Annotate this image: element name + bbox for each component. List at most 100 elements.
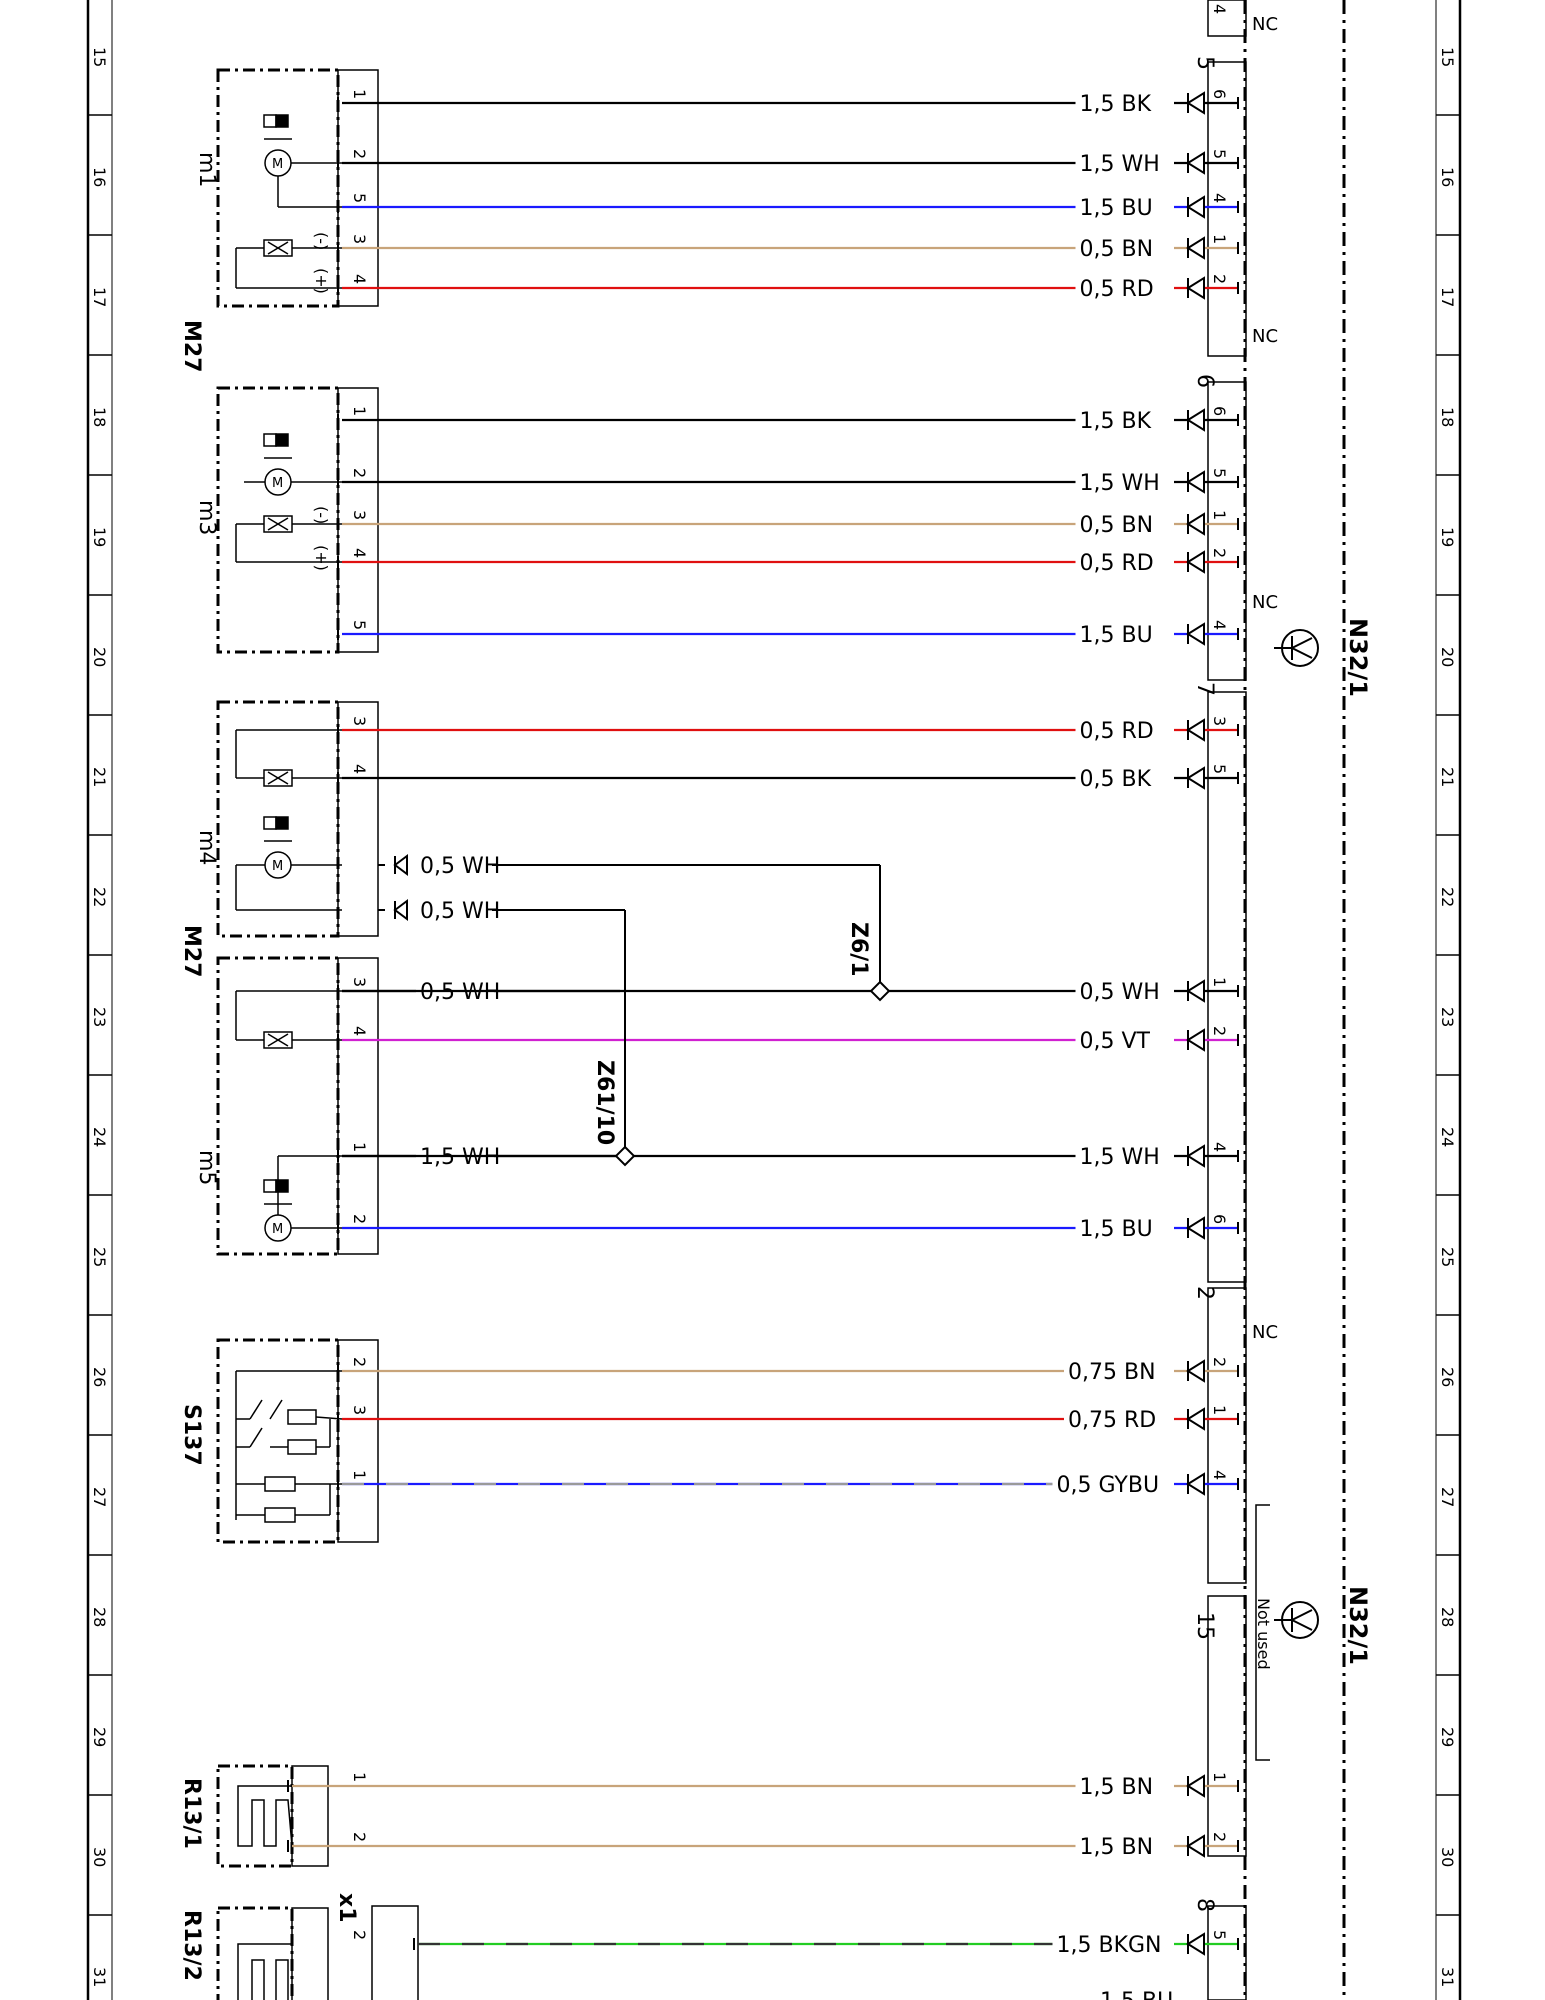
pin-number: 2 [1210, 1832, 1229, 1842]
wire-arrow [1186, 766, 1205, 790]
connector-label: 8 [1192, 1898, 1217, 1912]
grid-row-label: 17 [90, 287, 109, 307]
wire-label-partial: 1,5 BU [1100, 1989, 1173, 2000]
wire-label: 1,5 WH [1080, 1145, 1160, 1170]
pin-number: 3 [350, 716, 369, 726]
wire-label: 1,5 WH [1080, 152, 1160, 177]
wire-arrow [1186, 1774, 1205, 1798]
branch-wire-label: 1,5 WH [420, 1145, 500, 1170]
connector-strip [1207, 381, 1247, 681]
wire-arrow [1186, 470, 1205, 494]
label-m27-top: M27 [179, 320, 204, 373]
label-m4: m4 [194, 830, 219, 865]
connector-strip [1207, 1287, 1247, 1584]
polarity-label: (+) [312, 268, 331, 294]
label-n32-1-bottom: N32/1 [1344, 1586, 1372, 1665]
wire-label: 1,5 BN [1080, 1775, 1154, 1800]
connector-strip [1207, 0, 1247, 37]
grid-row-label: 19 [90, 527, 109, 547]
wire-label: 0,5 BN [1080, 513, 1154, 538]
grid-row-label: 30 [90, 1847, 109, 1867]
pin-number: 4 [1210, 4, 1229, 14]
svg-text:M: M [272, 157, 283, 172]
polarity-label: (-) [312, 232, 331, 250]
wire-arrow [1186, 512, 1205, 536]
wire-arrow [1186, 718, 1205, 742]
pin-number: 5 [350, 620, 369, 630]
label-r13-1: R13/1 [179, 1778, 204, 1849]
pin-number: 2 [1210, 274, 1229, 284]
connector-strips: 5 6 7 2 15 8 [1192, 0, 1247, 2000]
label-m3: m3 [194, 500, 219, 535]
pin-number: 4 [350, 548, 369, 558]
pin-number: 6 [1210, 89, 1229, 99]
wire-label: 0,75 BN [1068, 1360, 1156, 1385]
grid-row-label: 31 [1438, 1967, 1457, 1987]
pin-number: 2 [350, 1832, 369, 1842]
pin-number: 1 [1210, 977, 1229, 987]
pin-number: 5 [1210, 149, 1229, 159]
pin-number: 6 [1210, 406, 1229, 416]
connector-strip [1207, 61, 1247, 357]
pin-number: 4 [1210, 620, 1229, 630]
wire-label: 0,75 RD [1068, 1408, 1156, 1433]
wire-label: 1,5 WH [1080, 471, 1160, 496]
pin-number: 1 [1210, 234, 1229, 244]
motor-symbols: M M [235, 114, 343, 2000]
not-used-bracket [1255, 1504, 1270, 1761]
grid-row-label: 20 [1438, 647, 1457, 667]
nc-label: NC [1252, 1322, 1278, 1343]
grid-row-label: 27 [1438, 1487, 1457, 1507]
connector-strip [1207, 1595, 1247, 1857]
ground-symbols [1274, 629, 1319, 1639]
grid-row-label: 17 [1438, 287, 1457, 307]
not-used-label: Not used [1254, 1598, 1273, 1670]
grid-row-label: 20 [90, 647, 109, 667]
grid-row-label: 23 [1438, 1007, 1457, 1027]
grid-row-label: 29 [1438, 1727, 1457, 1747]
pin-number: 2 [1210, 548, 1229, 558]
connector-strip [1207, 691, 1247, 1283]
wire-layer [287, 91, 1270, 1956]
svg-text:M: M [272, 859, 283, 874]
wire-arrow [1186, 1834, 1205, 1858]
control-unit-boundary [1243, 0, 1346, 2000]
pin-number: 2 [1210, 1026, 1229, 1036]
polarity-label: (-) [312, 506, 331, 524]
grid-row-label: 28 [1438, 1607, 1457, 1627]
branch-wire-label: 0,5 WH [420, 899, 500, 924]
connector-label: 15 [1192, 1612, 1217, 1640]
grid-row-label: 30 [1438, 1847, 1457, 1867]
connector-strip [1207, 1905, 1247, 2000]
grid-row-label: 19 [1438, 527, 1457, 547]
pin-number: 4 [1210, 1470, 1229, 1480]
wire-arrow [1186, 550, 1205, 574]
wire-label: 1,5 BKGN [1057, 1933, 1162, 1958]
grid-row-label: 24 [1438, 1127, 1457, 1147]
nc-label: NC [1252, 14, 1278, 35]
label-r13-2: R13/2 [179, 1910, 204, 1981]
pin-number: 3 [350, 510, 369, 520]
grid-row-label: 22 [1438, 887, 1457, 907]
connector-label: 7 [1192, 682, 1217, 696]
pin-number: 4 [350, 274, 369, 284]
connector-label: 6 [1192, 374, 1217, 388]
grid-row-label: 31 [90, 1967, 109, 1987]
component-boxes [216, 68, 419, 2000]
wire-arrow [1186, 408, 1205, 432]
grid-row-label: 15 [90, 47, 109, 67]
grid-row-label: 26 [90, 1367, 109, 1387]
wire-arrow [1186, 1216, 1205, 1240]
wire-arrow [1186, 1932, 1205, 1956]
pin-number: 1 [350, 1772, 369, 1782]
grid-row-label: 15 [1438, 47, 1457, 67]
wire-label: 1,5 BU [1080, 1217, 1153, 1242]
pin-number: 1 [1210, 1405, 1229, 1415]
polarity-label: (+) [312, 545, 331, 571]
grid-row-label: 26 [1438, 1367, 1457, 1387]
label-m1: m1 [194, 152, 219, 187]
grid-row-label: 27 [90, 1487, 109, 1507]
pin-number: 1 [1210, 1772, 1229, 1782]
